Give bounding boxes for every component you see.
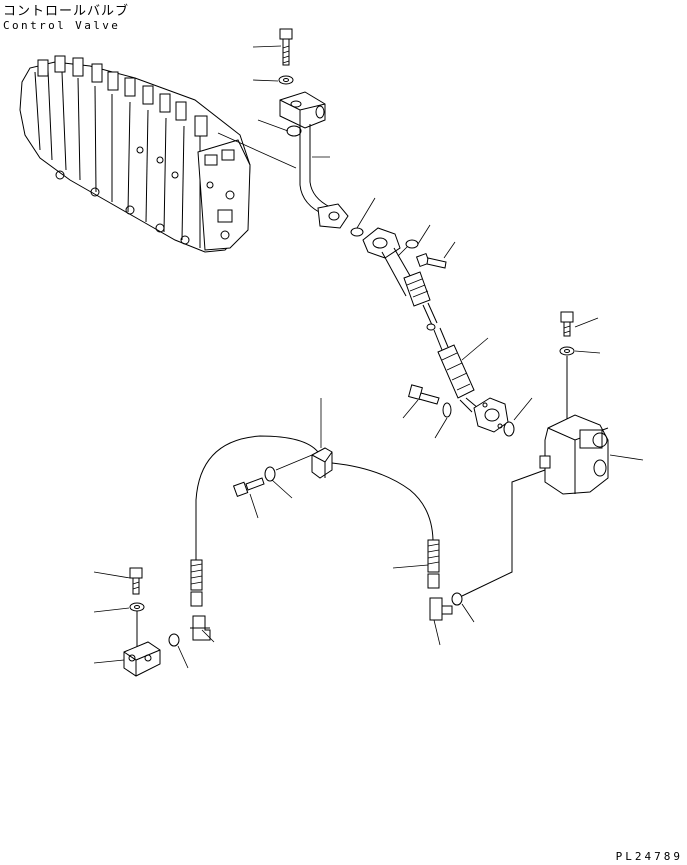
diagram-title-english: Control Valve <box>3 19 121 32</box>
right-hose-end <box>393 540 439 588</box>
middle-washer <box>406 225 430 248</box>
connecting-tube <box>462 470 545 596</box>
lower-flange <box>460 398 508 432</box>
upper-o-ring <box>258 120 301 136</box>
upper-washer <box>253 76 293 84</box>
clamp <box>312 398 332 478</box>
right-valve-block <box>540 356 643 494</box>
diagram-title-japanese: コントロールバルブ <box>3 4 130 19</box>
lower-bolt <box>403 385 439 418</box>
right-bolt <box>561 312 598 336</box>
hose-loop <box>196 436 433 560</box>
right-o-ring <box>452 593 474 622</box>
left-hose-end <box>191 560 202 606</box>
right-washer <box>560 347 600 355</box>
drawing-number: PL24789 <box>615 850 683 863</box>
left-block <box>94 611 160 676</box>
left-elbow-fitting <box>190 616 214 642</box>
lower-o-ring <box>504 398 532 436</box>
elbow-pipe <box>280 92 348 228</box>
left-washer <box>94 603 144 612</box>
left-bolt <box>94 568 142 594</box>
middle-o-ring <box>351 198 375 236</box>
middle-bolt <box>417 242 455 268</box>
clamp-washer <box>265 455 312 498</box>
left-o-ring <box>169 634 188 668</box>
lower-washer <box>435 403 451 438</box>
spool-caps <box>38 56 207 136</box>
upper-bolt <box>253 29 292 65</box>
clamp-bolt <box>234 478 264 518</box>
control-valve-assembly <box>20 56 296 252</box>
right-elbow-fitting <box>430 598 452 645</box>
hose <box>423 303 488 398</box>
middle-flange-hose <box>363 228 430 306</box>
